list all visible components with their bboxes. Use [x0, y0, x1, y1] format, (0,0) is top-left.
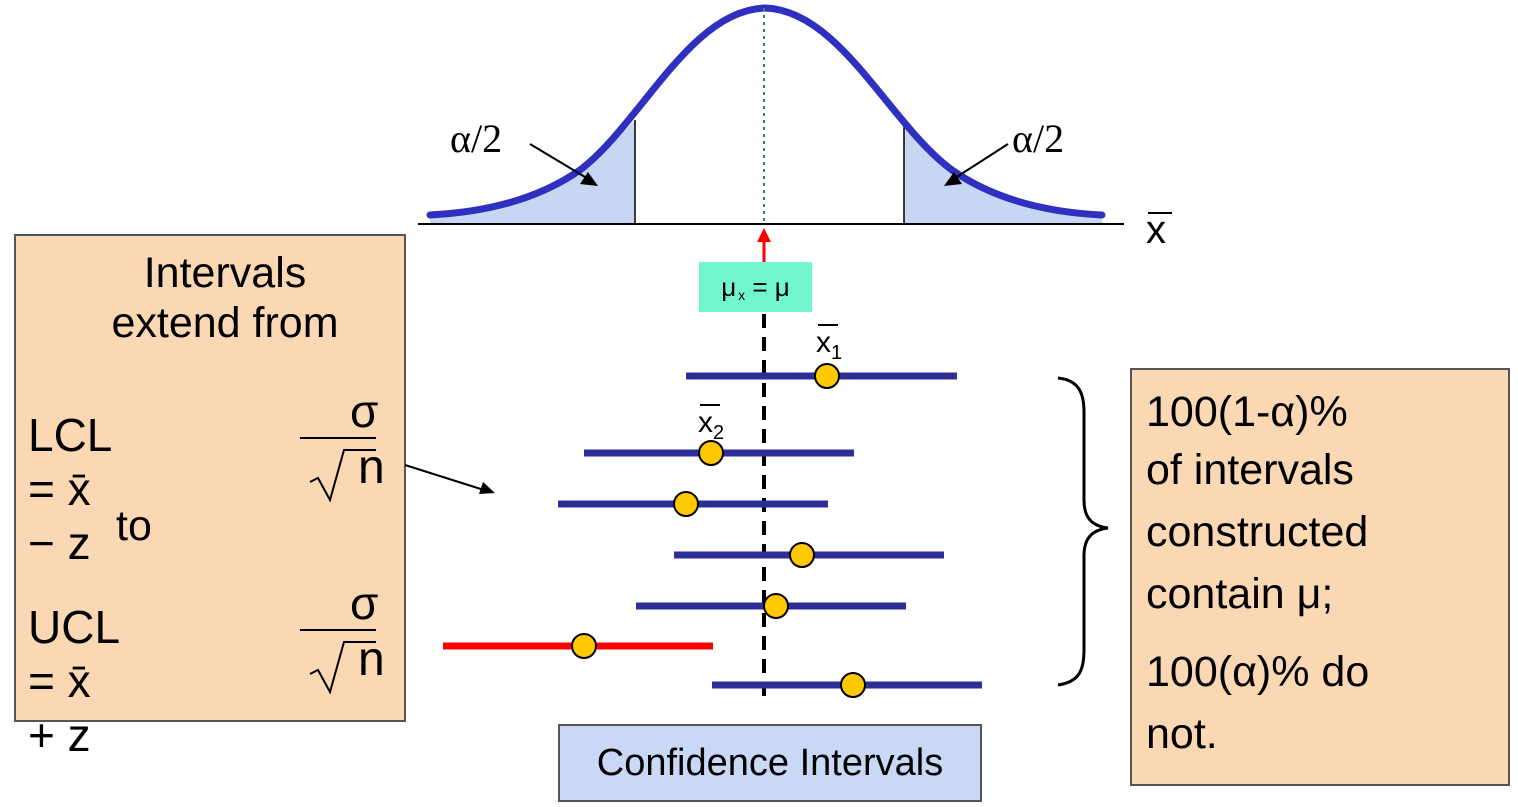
coverage-note-box: [1130, 368, 1510, 786]
caption-text: Confidence Intervals: [596, 741, 944, 784]
ucl-radical: [309, 641, 376, 695]
left-tail-label: α/2: [450, 116, 503, 161]
lcl-n: n: [358, 441, 385, 494]
sample-mean-dot-2: [698, 440, 724, 466]
right-tail-area: [904, 120, 1102, 223]
coverage-line-3: constructed: [1146, 508, 1369, 556]
ucl-lhs: UCL = x̄ + z: [28, 601, 119, 761]
heading-line-1: Intervals: [143, 249, 307, 297]
mean-badge-suffix: = μ: [745, 271, 790, 302]
coverage-line-4: contain μ;: [1146, 570, 1334, 618]
ucl-sigma: σ: [350, 577, 379, 629]
normal-curve: [426, 4, 1106, 219]
mean-badge-sub: x: [738, 287, 746, 303]
sample-mean-dot-1: [814, 363, 840, 389]
left-tail-arrow: [529, 143, 591, 181]
sample-mean-dot-5: [763, 593, 789, 619]
right-tail-label: α/2: [1012, 116, 1065, 161]
sample-mean-dot-7: [840, 672, 866, 698]
x1-subscript: 1: [831, 342, 843, 364]
left-tail-arrowhead: [580, 172, 598, 186]
coverage-line-5: 100(α)% do: [1146, 648, 1370, 696]
formula-pointer-head: [479, 482, 495, 494]
sample-mean-dot-3: [673, 491, 699, 517]
sample-mean-dot-4: [789, 542, 815, 568]
lcl-radical: [309, 449, 376, 503]
coverage-line-1: 100(1-α)%: [1146, 388, 1348, 436]
right-tail-arrow: [951, 143, 1009, 181]
caption-box: Confidence Intervals: [558, 724, 982, 802]
coverage-line-6: not.: [1146, 710, 1218, 758]
lcl-sigma: σ: [350, 385, 379, 437]
mean-arrowhead: [757, 228, 771, 242]
mean-badge: μ x = μ: [699, 262, 812, 312]
left-tail-area: [430, 120, 635, 223]
ucl-n: n: [358, 633, 385, 686]
heading-line-2: extend from: [111, 299, 339, 347]
right-tail-arrowhead: [944, 172, 962, 186]
axis-label: x: [1146, 208, 1166, 252]
sample-mean-dot-6: [571, 633, 597, 659]
curly-brace: [1057, 376, 1109, 687]
lcl-lhs: LCL = x̄ − z: [28, 409, 111, 569]
coverage-line-2: of intervals: [1146, 446, 1354, 494]
x2-label: x2: [698, 406, 725, 444]
mean-badge-mu: μ: [721, 271, 737, 302]
formula-box: [14, 234, 406, 722]
intervals-heading: Intervals extend from: [90, 248, 360, 348]
formula-pointer: [404, 464, 485, 491]
to-connector: to: [116, 502, 152, 550]
x2-subscript: 2: [713, 422, 725, 444]
x1-label: x1: [816, 326, 843, 364]
